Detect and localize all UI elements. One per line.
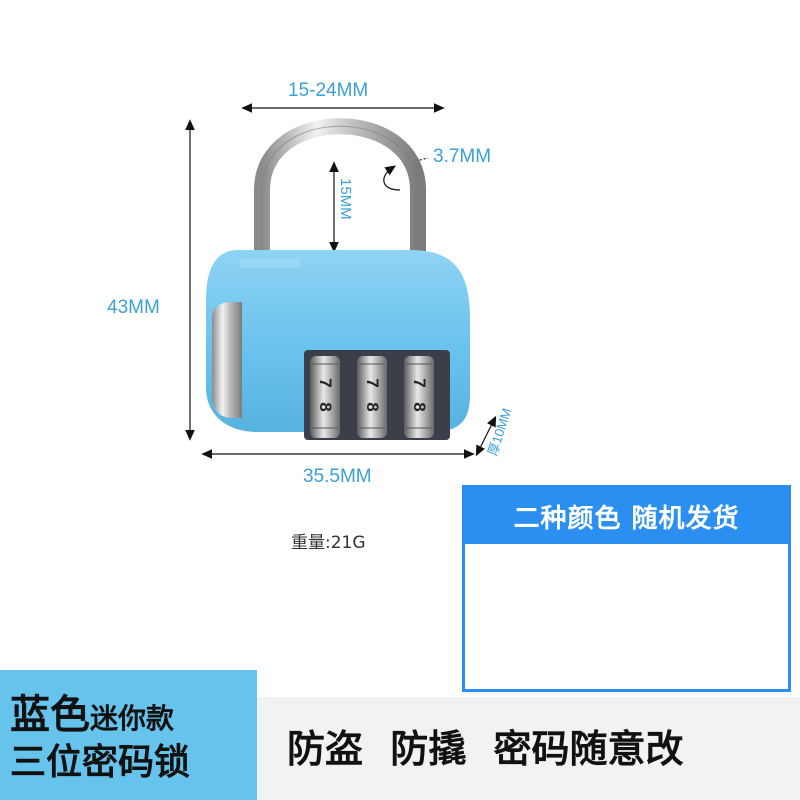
badge-lock-type: 三位密码锁 bbox=[10, 742, 191, 783]
variant-panel: 二种颜色 随机发货 bbox=[462, 485, 791, 692]
shackle-width-label: 15-24MM bbox=[288, 80, 369, 101]
badge-color-name: 蓝色 bbox=[10, 692, 90, 738]
variant-title: 二种颜色 随机发货 bbox=[465, 488, 788, 544]
dial-3-digit-mid: 8 bbox=[410, 402, 429, 411]
badge-style: 迷你款 bbox=[90, 702, 175, 735]
weight-label: 重量:21G bbox=[291, 533, 366, 553]
dial-2-digit-top: 7 bbox=[363, 378, 382, 387]
badge-line-1: 蓝色迷你款 bbox=[10, 682, 174, 740]
main-shackle bbox=[254, 118, 426, 270]
product-badge bbox=[0, 670, 257, 800]
dial-1-digit-top: 7 bbox=[316, 378, 335, 387]
body-width-label: 35.5MM bbox=[303, 466, 372, 487]
dial-3-digit-top: 7 bbox=[410, 378, 429, 387]
main-dials bbox=[310, 356, 434, 438]
inner-height-label: 15MM bbox=[337, 178, 354, 220]
dial-1-digit-mid: 8 bbox=[316, 402, 335, 411]
wire-diameter-label: 3.7MM bbox=[433, 146, 492, 167]
feature-tagline: 防盗 防撬 密码随意改 bbox=[287, 727, 684, 771]
total-height-label: 43MM bbox=[107, 297, 160, 318]
dimension-lines bbox=[185, 103, 497, 459]
dial-2-digit-mid: 8 bbox=[363, 402, 382, 411]
